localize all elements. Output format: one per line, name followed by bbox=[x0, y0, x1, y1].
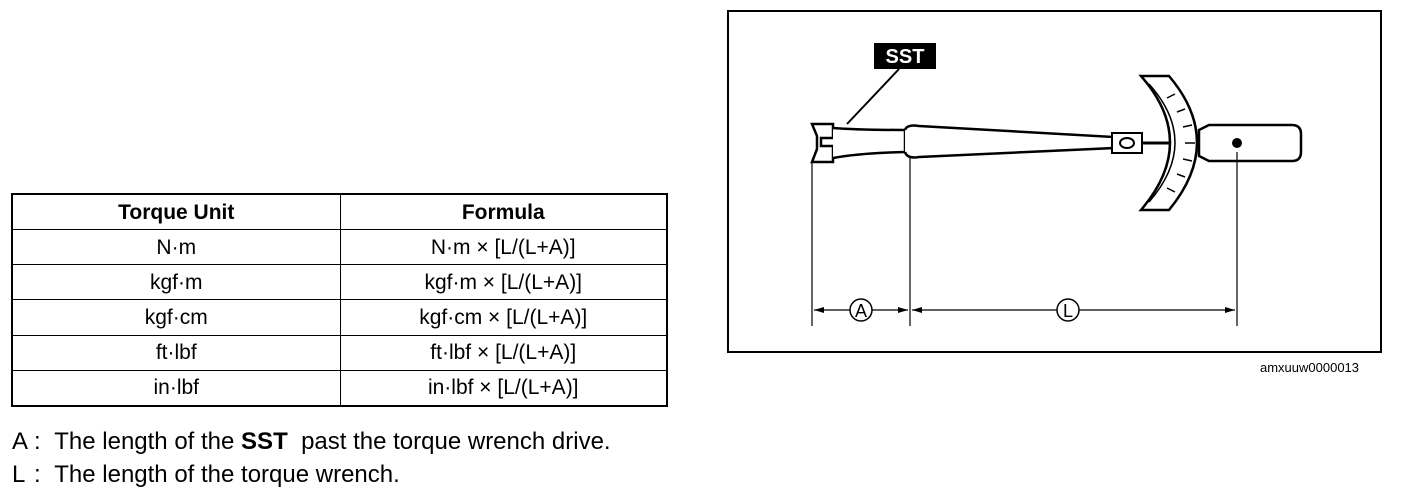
scale-ticks bbox=[1166, 93, 1195, 193]
table-row: kgf·cm kgf·cm × [L/(L+A)] bbox=[11, 299, 668, 336]
arrow-l-right-icon bbox=[1225, 307, 1235, 313]
note-a-text-start: The length of the bbox=[54, 428, 235, 455]
unit-cell: kgf·m bbox=[11, 264, 341, 301]
formula-cell: ft·lbf × [L/(L+A)] bbox=[339, 334, 668, 371]
table-row: in·lbf in·lbf × [L/(L+A)] bbox=[11, 369, 668, 407]
dimension-l-label: L bbox=[1063, 301, 1073, 321]
torque-wrench-figure: SST bbox=[727, 10, 1382, 353]
note-a-text-end: past the torque wrench drive. bbox=[301, 428, 611, 455]
note-l-text: The length of the torque wrench. bbox=[54, 461, 400, 488]
torque-wrench-diagram: SST bbox=[810, 43, 1303, 326]
arrow-l-left-icon bbox=[912, 307, 922, 313]
note-a-separator: : bbox=[34, 428, 41, 455]
sst-shaft bbox=[832, 126, 907, 160]
sst-jaw-icon bbox=[810, 122, 835, 164]
drive-ball bbox=[1119, 137, 1135, 149]
note-a-key: A bbox=[12, 428, 29, 455]
header-torque-unit: Torque Unit bbox=[11, 193, 341, 230]
note-a-sst: SST bbox=[241, 428, 288, 455]
unit-cell: ft·lbf bbox=[11, 334, 341, 371]
scale-inner-arc bbox=[1148, 83, 1176, 203]
dimension-extension-lines bbox=[811, 152, 1238, 326]
dimension-a-circle bbox=[849, 298, 873, 322]
sst-label-box bbox=[874, 43, 936, 69]
sst-leader-line bbox=[846, 68, 900, 125]
figure-id: amxuuw0000013 bbox=[1260, 360, 1360, 375]
note-l-key: L bbox=[12, 461, 26, 488]
note-l: L: The length of the torque wrench. bbox=[12, 463, 400, 487]
note-a: A: The length of the SST past the torque… bbox=[12, 430, 611, 454]
table-row: ft·lbf ft·lbf × [L/(L+A)] bbox=[11, 334, 668, 371]
unit-cell: in·lbf bbox=[11, 369, 341, 407]
table-header-row: Torque Unit Formula bbox=[11, 193, 668, 230]
note-l-separator: : bbox=[34, 461, 41, 488]
formula-cell: in·lbf × [L/(L+A)] bbox=[339, 369, 668, 407]
handle-pivot-icon bbox=[1232, 138, 1242, 148]
unit-cell: N·m bbox=[11, 228, 341, 266]
formula-cell: kgf·m × [L/(L+A)] bbox=[339, 264, 668, 301]
formula-cell: N·m × [L/(L+A)] bbox=[339, 228, 668, 266]
torque-formula-table: Torque Unit Formula N·m N·m × [L/(L+A)] … bbox=[11, 193, 668, 407]
arrow-a-right-icon bbox=[898, 307, 908, 313]
dimension-l-circle bbox=[1056, 298, 1080, 322]
table-row: kgf·m kgf·m × [L/(L+A)] bbox=[11, 264, 668, 301]
wrench-handle bbox=[1197, 123, 1303, 163]
arrow-a-left-icon bbox=[814, 307, 824, 313]
dimension-a-label: A bbox=[855, 301, 867, 321]
table-row: N·m N·m × [L/(L+A)] bbox=[11, 228, 668, 266]
sst-label: SST bbox=[886, 46, 925, 68]
header-formula: Formula bbox=[339, 193, 668, 230]
formula-cell: kgf·cm × [L/(L+A)] bbox=[339, 299, 668, 336]
unit-cell: kgf·cm bbox=[11, 299, 341, 336]
wrench-beam bbox=[903, 124, 1116, 159]
